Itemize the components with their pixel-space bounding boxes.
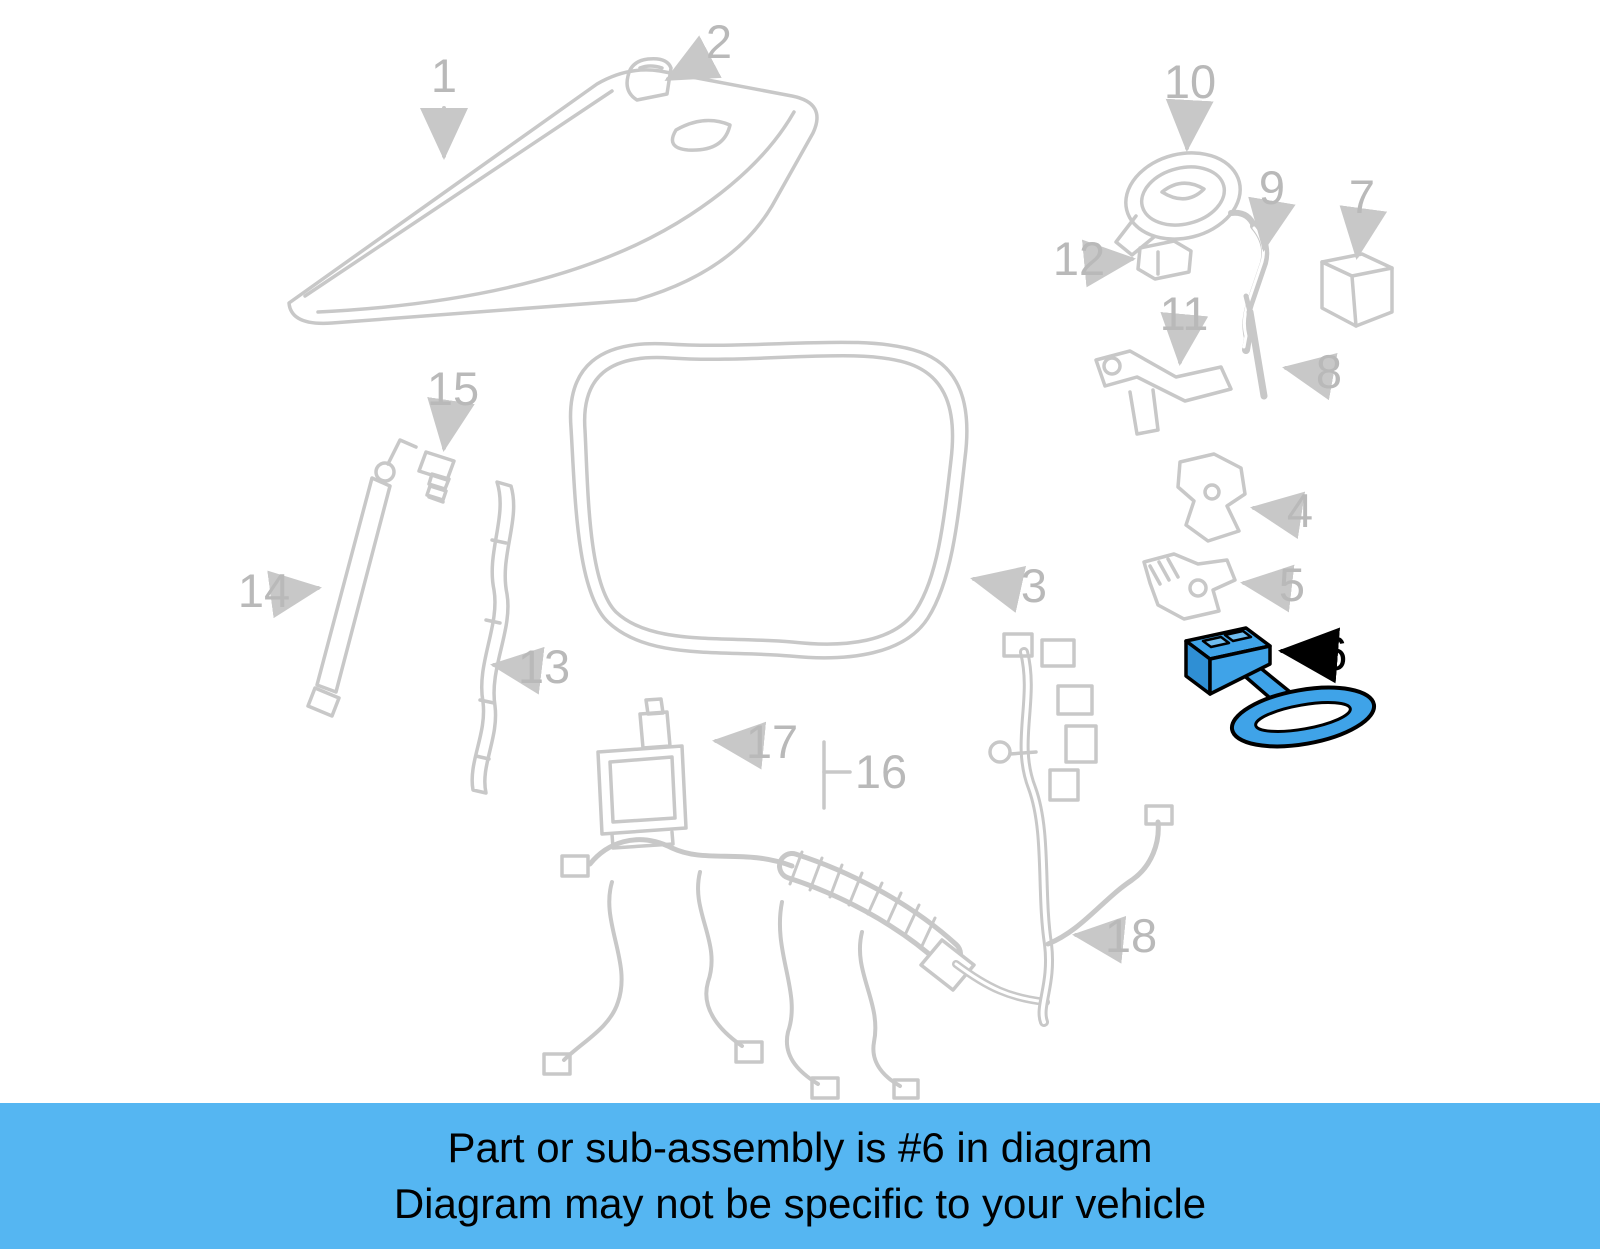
part-9-arrow [1248,196,1296,252]
part-2-arrow [664,35,722,81]
part-label-6: 6 [1321,628,1348,681]
part-label-7: 7 [1349,170,1375,223]
part-10-emblem-drawing [1114,151,1242,257]
part-14-gas-strut-drawing [306,438,418,718]
part-label-15: 15 [427,362,479,415]
part-15-arrow [427,397,475,452]
part-18-arrow [1072,915,1127,964]
part-label-1: 1 [431,49,457,102]
part-17-arrow [712,721,767,770]
part-label-16: 16 [855,745,907,798]
part-10-arrow [1165,98,1214,152]
part-14-arrow [267,570,322,619]
part-17-lamp-drawing [596,697,688,850]
part-9-rod-drawing [1228,209,1270,354]
part-label-13: 13 [518,640,570,693]
part-18-wiring-harness-drawing [542,632,1174,1100]
part-6-arrow [1278,627,1341,684]
part-label-9: 9 [1259,161,1285,214]
part-7-arrow [1339,205,1388,260]
part-6-lock-cylinder-highlighted [1184,626,1377,749]
part-5-latch-drawing [1142,552,1237,621]
part-12-clip-drawing [1136,239,1193,281]
part-label-12: 12 [1053,232,1105,285]
part-13-channel-strip-drawing [470,480,516,795]
part-8-arrow [1282,352,1338,401]
banner-line-1: Part or sub-assembly is #6 in diagram [447,1123,1153,1171]
part-label-8: 8 [1316,345,1342,398]
parts-diagram-canvas: 1 2 3 4 5 6 7 8 9 10 11 12 13 14 15 16 1… [238,15,1394,1100]
line-art [287,56,1394,1100]
part-5-arrow [1240,564,1295,613]
part-label-10: 10 [1164,55,1216,108]
part-4-latch-bracket-drawing [1176,452,1247,543]
part-16-bracket-lines [822,740,852,810]
part-11-arrow [1160,312,1209,366]
part-3-arrow [970,565,1027,613]
banner-line-2: Diagram may not be specific to your vehi… [393,1180,1207,1227]
part-8-rod-drawing [1243,293,1268,400]
part-label-11: 11 [1160,287,1209,340]
part-label-17: 17 [746,715,798,768]
part-13-arrow [490,646,545,695]
part-arrows [267,35,1388,964]
part-label-4: 4 [1287,484,1313,537]
part-label-18: 18 [1105,909,1157,962]
part-12-arrow [1081,239,1136,288]
part-label-2: 2 [706,15,732,68]
part-2-hinge-drawing [625,56,673,102]
part-15-bolt-drawing [417,450,456,504]
info-banner: Part or sub-assembly is #6 in diagram Di… [0,1103,1600,1249]
part-label-5: 5 [1279,558,1305,611]
part-1-trunk-lid-drawing [287,68,819,326]
part-11-bracket-drawing [1094,349,1233,436]
part-7-striker-drawing [1320,252,1394,328]
part-label-3: 3 [1021,559,1047,612]
part-4-arrow [1250,491,1306,540]
part-3-weatherstrip-drawing [568,340,969,660]
part-labels: 1 2 3 4 5 6 7 8 9 10 11 12 13 14 15 16 1… [238,15,1375,962]
part-label-14: 14 [238,564,290,617]
